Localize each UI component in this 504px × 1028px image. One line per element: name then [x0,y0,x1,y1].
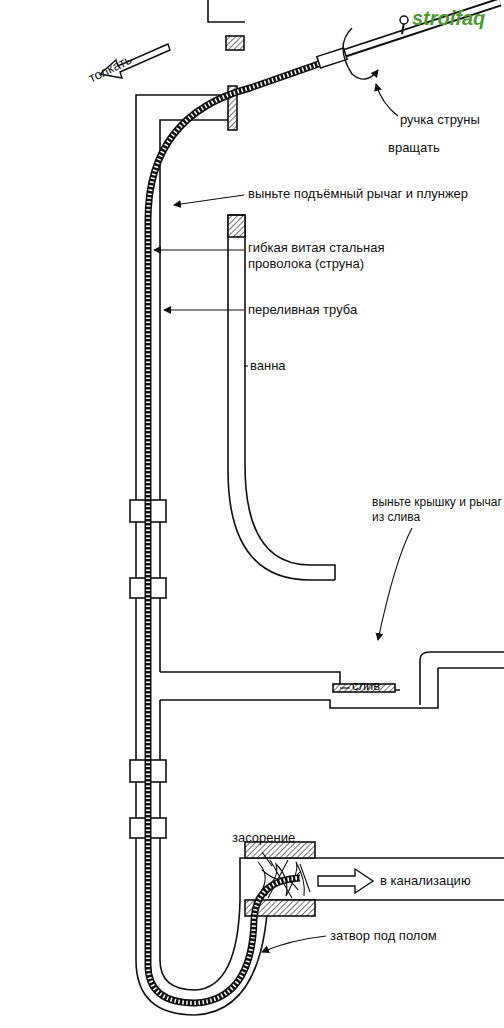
leader-line [154,249,244,250]
part-label: ручка струны [400,112,500,128]
handle-knob [400,16,408,24]
wall-edge [208,0,245,22]
drain-pipe [160,672,438,708]
part-label: слив [352,678,412,694]
motion-arrows [100,28,378,893]
trap-inner [160,858,504,990]
action-label: вращать [388,140,478,156]
part-label: засорение [232,830,332,846]
overflow-pipe-wall [160,120,228,672]
watermark: stroifaq [412,6,502,31]
action-label: толкать [86,41,156,86]
leader-line [174,195,244,205]
flow-arrow [318,869,373,893]
wall-fixing [226,36,244,50]
trap-outer [136,900,504,1015]
part-label: выньте подъёмный рычаг и плунжер [248,186,500,202]
leader-line [262,936,326,952]
leader-line [376,84,398,116]
instruction-label: выньте крышку и рычаг из слива [372,495,504,525]
bath-bottom-right-inner [438,667,504,669]
leader-line [164,309,244,310]
trap [136,842,504,1015]
bathtub [228,215,504,705]
bath-rim [228,214,245,216]
flow-label: в канализацию [380,873,504,889]
part-label: гибкая витая стальная проволока (струна) [248,240,423,272]
leader-line [262,852,272,866]
drain-pipe-bottom [160,700,438,708]
leader-line [244,365,248,366]
drain-flange-wall [437,668,439,705]
snake-coil [148,60,330,1003]
wall [208,0,245,50]
overflow-cap [228,215,245,237]
part-label: ванна [250,358,350,374]
bath-bottom-right [420,652,504,705]
leader-line [340,687,350,688]
snake [148,60,330,1003]
leader-line [378,528,412,640]
rotate-arrow [343,28,378,79]
snake-wire [148,60,330,1003]
part-label: переливная труба [248,302,448,318]
part-label: затвор под полом [330,928,500,944]
